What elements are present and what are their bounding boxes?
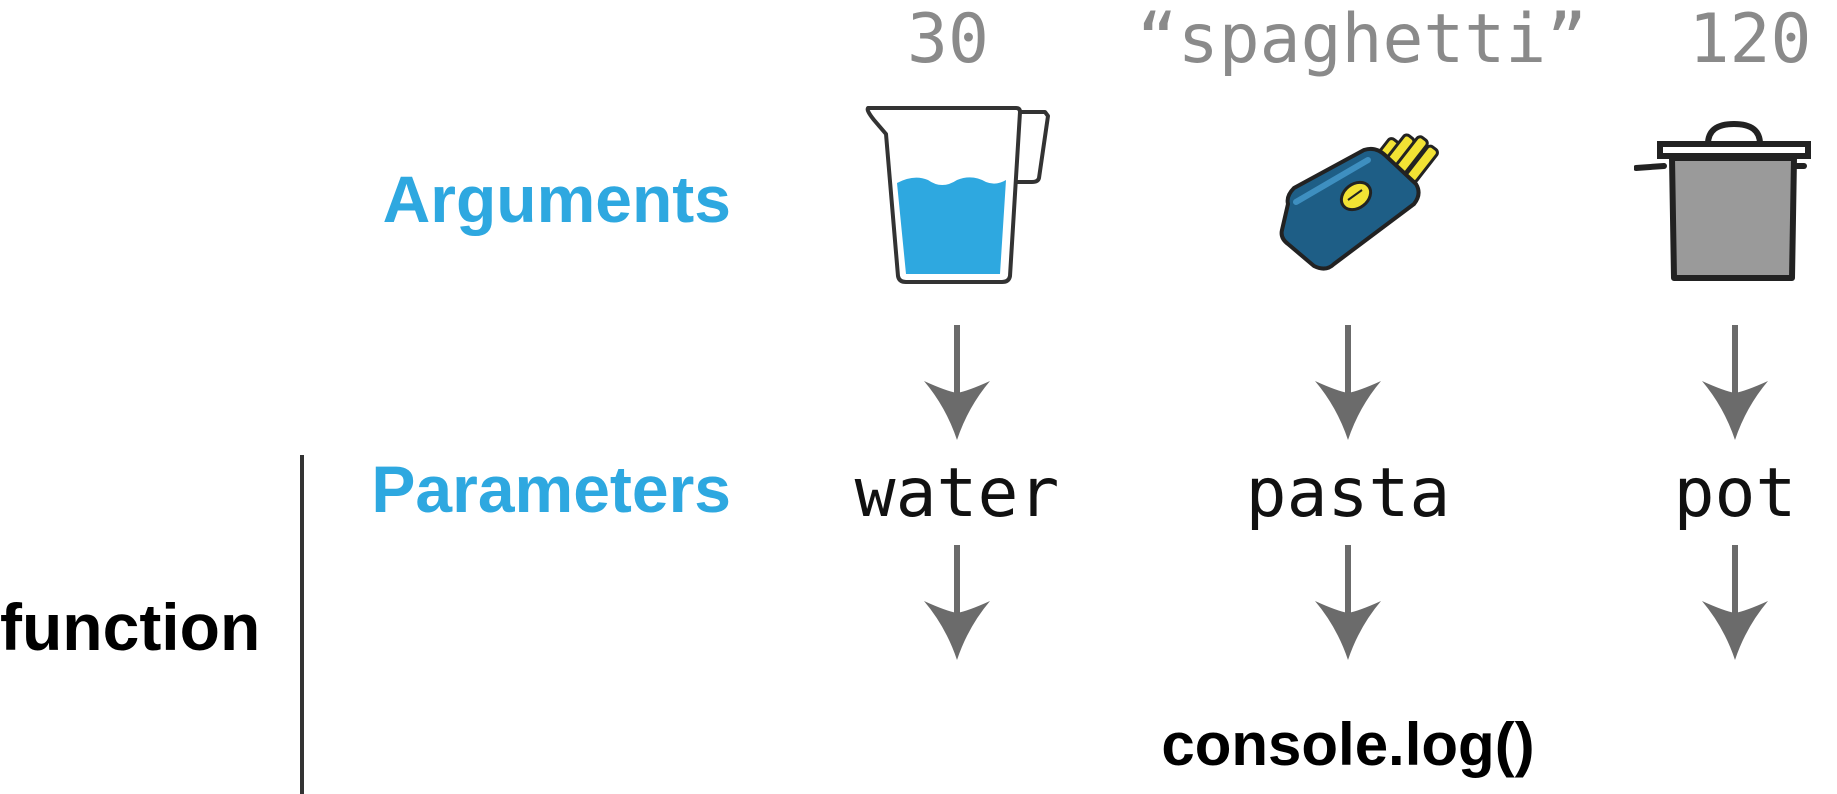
function-label: function xyxy=(0,590,261,664)
arrow-pot-to-console xyxy=(1702,545,1768,660)
pasta-pack-icon xyxy=(1279,133,1439,271)
cooking-pot-icon xyxy=(1634,120,1811,281)
arguments-label: Arguments xyxy=(382,162,731,236)
arrow-water-to-console xyxy=(924,545,990,660)
arrow-pasta-to-console xyxy=(1315,545,1381,660)
parameter-pot: pot xyxy=(1673,454,1797,533)
parameter-water: water xyxy=(854,454,1060,533)
arrow-argument-to-pot xyxy=(1702,325,1768,440)
console-log-call: console.log() xyxy=(1161,711,1535,778)
argument-value-water: 30 xyxy=(907,0,989,79)
arrow-argument-to-water xyxy=(924,325,990,440)
argument-value-pot: 120 xyxy=(1688,0,1812,79)
function-body-divider xyxy=(300,455,304,794)
parameters-label: Parameters xyxy=(371,452,731,526)
water-jug-icon xyxy=(865,106,1050,284)
arrow-argument-to-pasta xyxy=(1315,325,1381,440)
parameter-pasta: pasta xyxy=(1245,454,1451,533)
argument-value-pasta: “spaghetti” xyxy=(1136,0,1588,79)
